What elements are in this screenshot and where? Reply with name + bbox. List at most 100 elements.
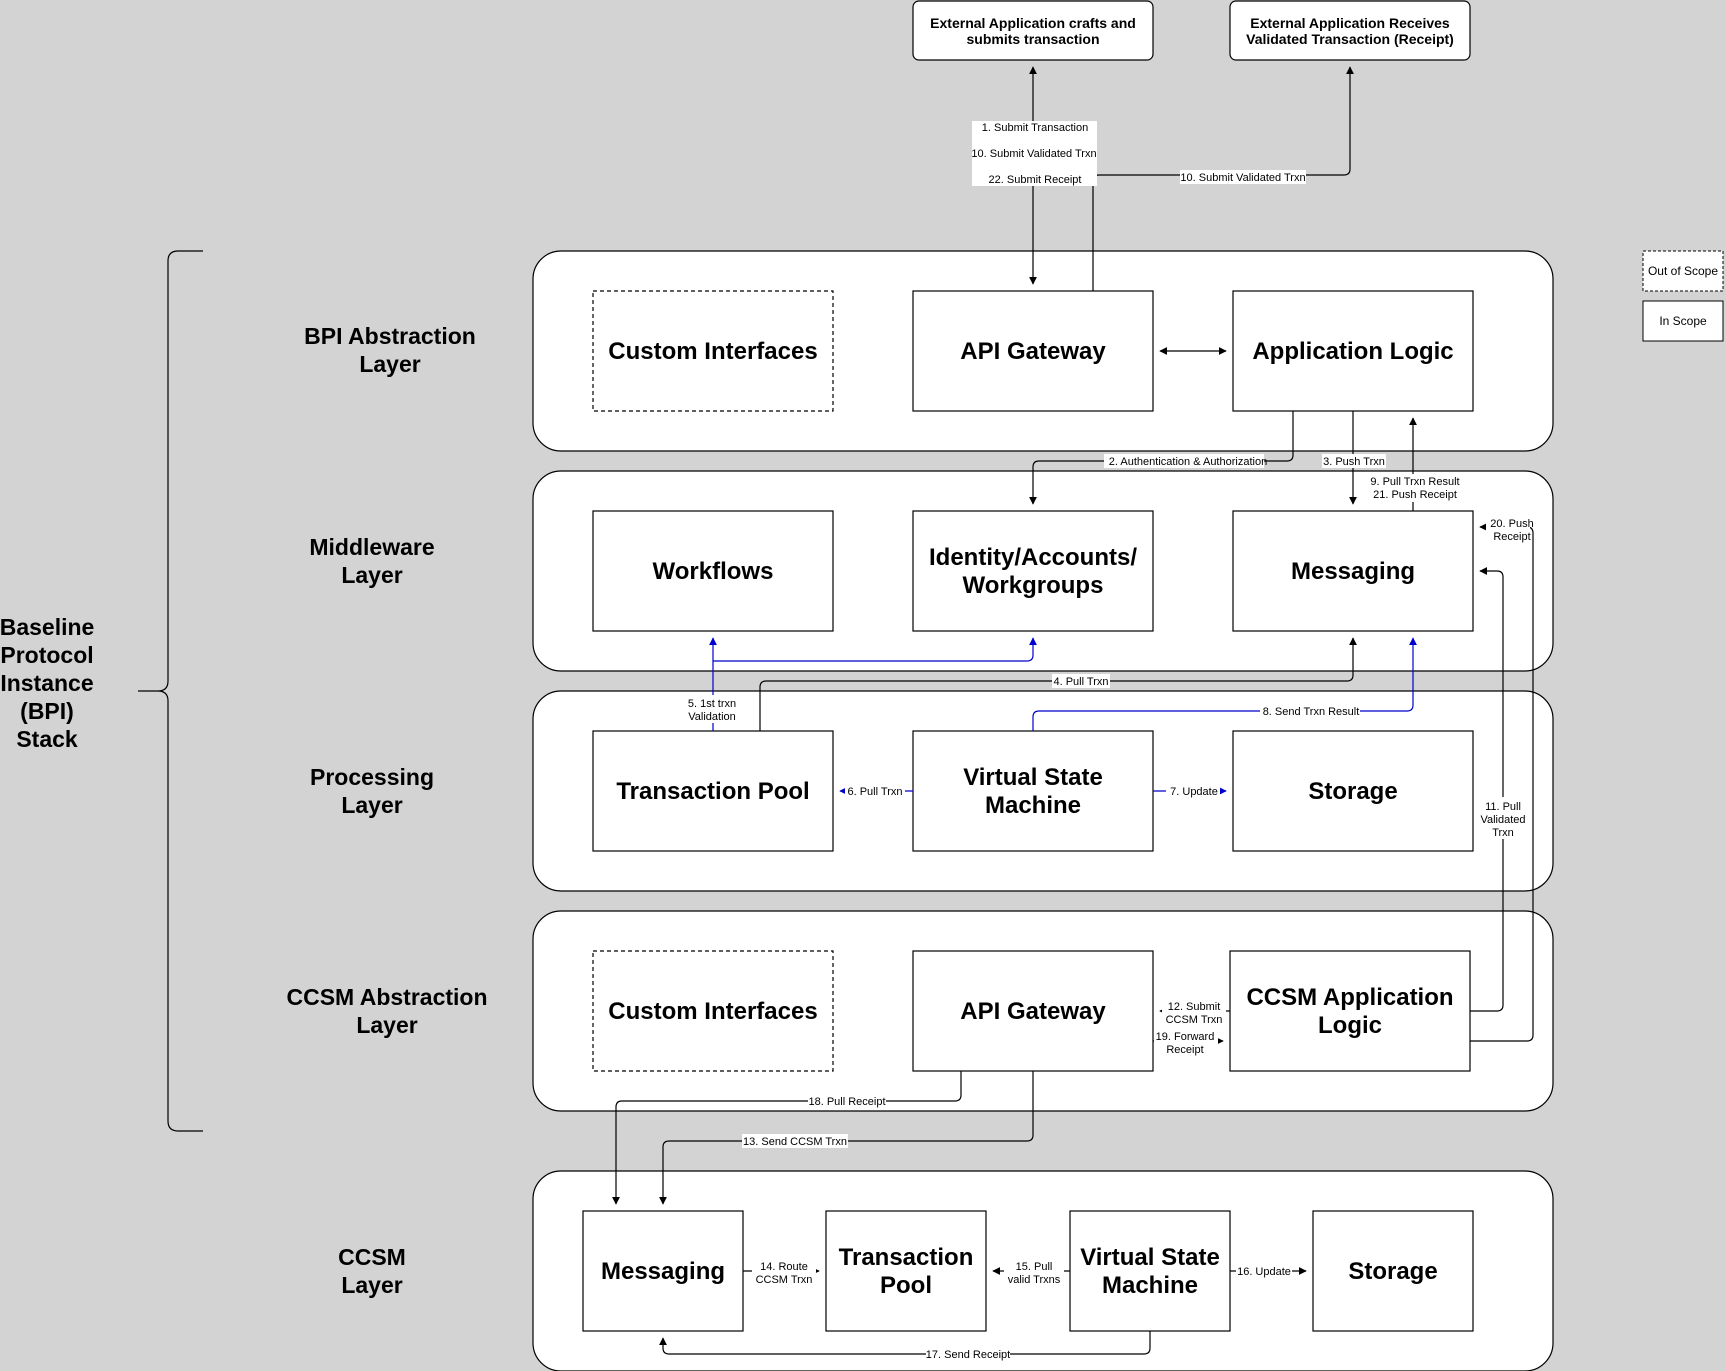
text-line: Trxn [1492,827,1514,839]
text-line: 14. Route [760,1261,808,1273]
edge-label-22: 22. Submit Receipt [989,174,1082,186]
text-line: Logic [1318,1012,1382,1039]
text-line: 2. Authentication & Authorization [1109,456,1267,468]
label-bg-19 [1154,1028,1218,1056]
edge-label-4: 4. Pull Trxn [1053,676,1108,688]
ccsm-transaction-pool-box [825,1210,987,1332]
text-line: Layer [341,792,402,818]
ccsm-messaging-box [582,1210,744,1332]
label-bg-11 [1478,797,1530,839]
edge-label-2: 2. Authentication & Authorization [1109,456,1267,468]
text-line: Middleware [309,534,434,560]
bpi-application-logic-box [1232,290,1474,412]
label-bg-12 [1162,997,1226,1025]
text-line: Pool [880,1272,932,1299]
text-line: CCSM Application [1246,984,1453,1011]
bpi-api-gateway-text: API Gateway [960,338,1106,365]
text-line: Application Logic [1252,338,1453,365]
label-bg-7 [1166,784,1220,798]
text-line: Custom Interfaces [608,998,817,1025]
proc-vsm-box [912,730,1154,852]
conn-send-result [1032,637,1417,731]
ccsm-storage-box [1312,1210,1474,1332]
text-line: Protocol [0,642,93,668]
edge-label-3: 3. Push Trxn [1323,456,1385,468]
text-line: (BPI) [20,698,74,724]
text-line: 10. Submit Validated Trxn [1180,172,1305,184]
text-line: Validated [1480,814,1525,826]
edge-label-10b: 10. Submit Validated Trxn [1180,172,1305,184]
label-bg-14 [752,1258,816,1286]
label-bg-4 [1052,674,1110,688]
text-line: 3. Push Trxn [1323,456,1385,468]
ccsm-messaging-text: Messaging [601,1258,725,1285]
label-bg-9 [1365,474,1461,502]
text-line: Validation [688,711,736,723]
text-line: Validated Transaction (Receipt) [1246,31,1454,47]
ccsm-storage-text: Storage [1348,1258,1437,1285]
mw-identity-box [912,510,1154,632]
text-line: Layer [356,1012,417,1038]
edge-label-10a: 10. Submit Validated Trxn [971,148,1096,160]
text-line: Workflows [653,558,774,585]
text-line: Layer [341,1272,402,1298]
text-line: 22. Submit Receipt [989,174,1082,186]
text-line: 19. Forward [1156,1031,1215,1043]
text-line: Receipt [1166,1044,1203,1056]
text-line: 18. Pull Receipt [808,1096,885,1108]
text-line: 15. Pull [1016,1261,1053,1273]
text-line: External Application crafts and [930,15,1136,31]
text-line: CCSM Trxn [1166,1014,1223,1026]
text-line: API Gateway [960,338,1106,365]
conn-validation-identity [713,637,1037,662]
text-line: CCSM [338,1244,406,1270]
ca-api-gateway-box [912,950,1154,1072]
mw-messaging-text: Messaging [1291,558,1415,585]
text-line: 7. Update [1170,786,1218,798]
text-line: Machine [985,792,1081,819]
text-line: Identity/Accounts/ [929,544,1137,571]
text-line: Messaging [601,1258,725,1285]
text-line: 21. Push Receipt [1373,489,1457,501]
legend-out-of-scope-text: Out of Scope [1648,264,1718,278]
label-bg-submit-group [972,121,1097,186]
label-bg-20 [1486,514,1530,542]
text-line: External Application Receives [1250,15,1450,31]
edge-label-8: 8. Send Trxn Result [1263,706,1360,718]
text-line: 17. Send Receipt [926,1349,1010,1361]
text-line: 1. Submit Transaction [982,122,1088,134]
text-line: CCSM Abstraction [286,984,487,1010]
text-line: Processing [310,764,434,790]
bpi-api-gateway-box [912,290,1154,412]
label-bg-2 [1104,454,1264,468]
text-line: Virtual State [1080,1244,1220,1271]
external-receive-box [1229,0,1471,61]
bpi-custom-interfaces-box [592,290,834,412]
proc-storage-box [1232,730,1474,852]
ca-custom-interfaces-text: Custom Interfaces [608,998,817,1025]
text-line: Virtual State [963,764,1103,791]
edge-label-18: 18. Pull Receipt [808,1096,885,1108]
label-bg-10b [1180,170,1306,184]
proc-transaction-pool-box [592,730,834,852]
text-line: Baseline [0,614,94,640]
text-line: Transaction [839,1244,974,1271]
text-line: submits transaction [966,31,1099,47]
label-bg-3 [1322,454,1386,468]
text-line: Messaging [1291,558,1415,585]
edge-label-6: 6. Pull Trxn [847,786,902,798]
mw-identity-text: Identity/Accounts/Workgroups [929,544,1137,599]
text-line: Custom Interfaces [608,338,817,365]
label-bg-8 [1260,704,1360,718]
